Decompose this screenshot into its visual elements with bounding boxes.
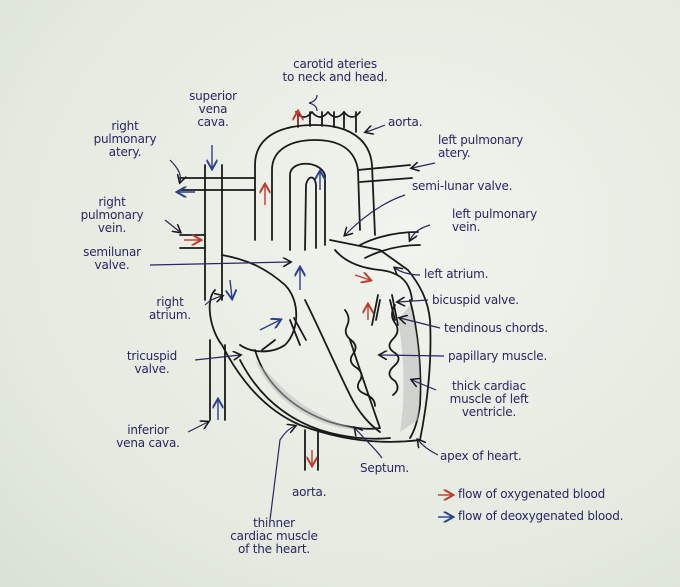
label-thinner-cardiac-muscle: thinner cardiac muscle of the heart.: [230, 516, 318, 556]
label-right-pulmonary-artery: right pulmonary atery.: [93, 119, 157, 159]
tricuspid-valve: [261, 317, 307, 351]
label-semilunar-valve-left: semilunar valve.: [83, 245, 141, 272]
label-semi-lunar-valve-right: semi-lunar valve.: [412, 179, 513, 193]
label-aorta-top: aorta.: [388, 115, 423, 129]
right-atrium: [221, 254, 298, 353]
label-tricuspid-valve: tricuspid valve.: [126, 349, 178, 376]
label-right-atrium: right atrium.: [148, 295, 192, 322]
septum-outline: [304, 299, 381, 433]
superior-vena-cava: [204, 164, 223, 301]
bicuspid-valve: [371, 294, 399, 326]
label-left-pulmonary-vein: left pulmonary vein.: [452, 207, 538, 234]
legend-deoxygenated-label: flow of deoxygenated blood.: [458, 509, 624, 523]
inferior-vena-cava: [209, 339, 226, 421]
heart-outline: [208, 239, 432, 443]
left-ventricle-wall: [344, 304, 400, 407]
label-right-pulmonary-vein: right pulmonary vein.: [80, 195, 144, 235]
label-bicuspid-valve: bicuspid valve.: [432, 293, 519, 307]
aortic-arch: [254, 124, 376, 241]
label-left-pulmonary-artery: left pulmonary atery.: [438, 133, 524, 160]
label-aorta-bottom: aorta.: [292, 485, 327, 499]
label-tendinous-chords: tendinous chords.: [444, 321, 548, 335]
legend-oxygenated-label: flow of oxygenated blood: [458, 487, 606, 501]
label-carotid-arteries: carotid ateries to neck and head.: [282, 57, 388, 84]
aorta-bottom: [304, 429, 319, 471]
label-septum: Septum.: [360, 461, 410, 475]
label-superior-vena-cava: superior vena cava.: [189, 89, 237, 129]
label-left-atrium: left atrium.: [424, 267, 489, 281]
label-inferior-vena-cava: inferior vena cava.: [116, 423, 180, 450]
label-apex: apex of heart.: [440, 449, 522, 463]
left-atrium: [334, 249, 413, 301]
label-thick-cardiac-muscle: thick cardiac muscle of left ventricle.: [449, 379, 529, 419]
label-papillary-muscle: papillary muscle.: [448, 349, 548, 363]
